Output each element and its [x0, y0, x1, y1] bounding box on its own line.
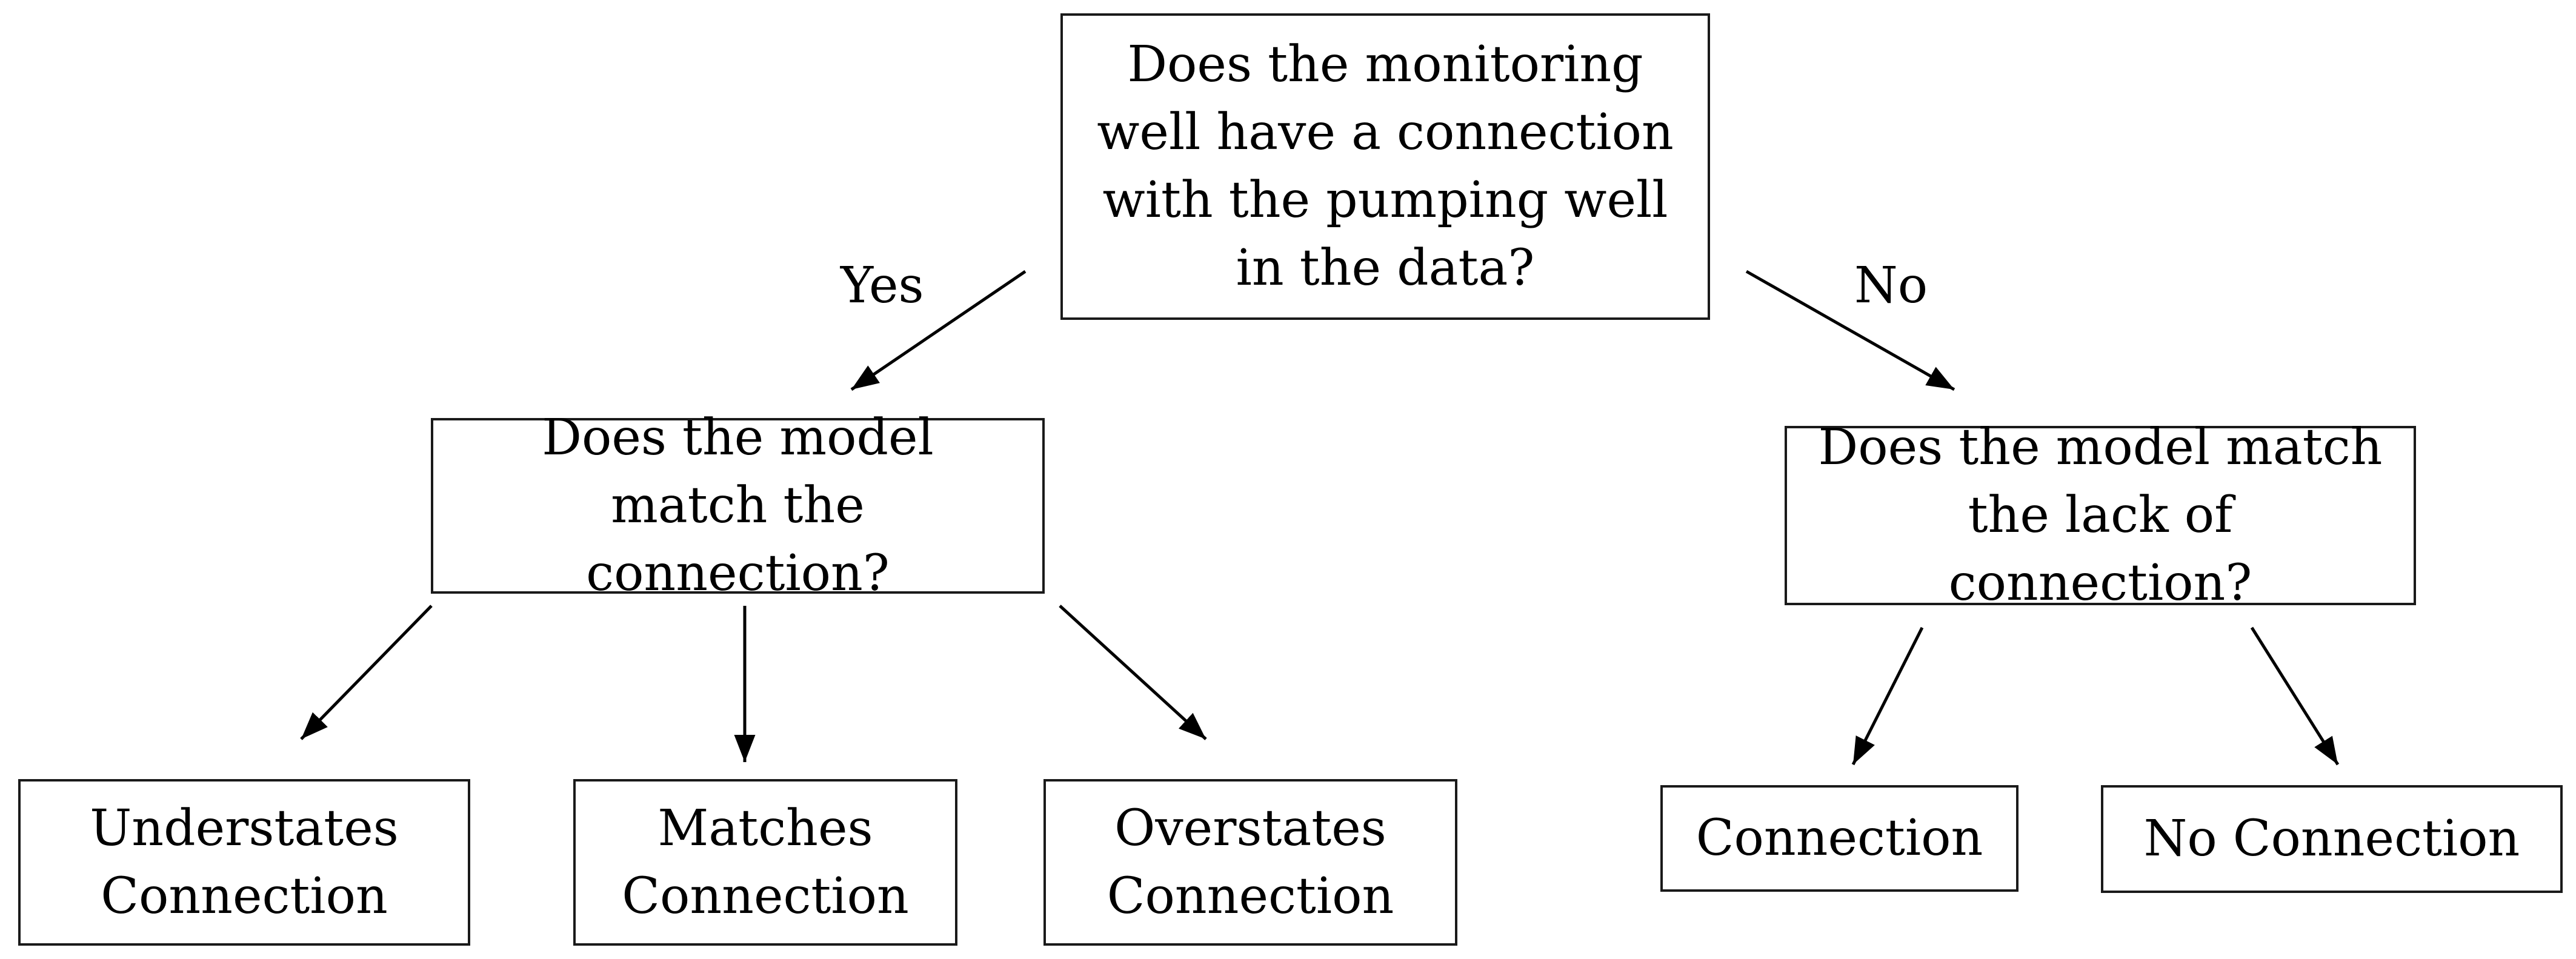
matches-connection-text: Matches Connection [622, 799, 909, 925]
edge-yes-to-understates [300, 605, 433, 740]
no-connection-outcome-box: No Connection [2101, 785, 2563, 893]
understates-connection-text: Understates Connection [90, 799, 399, 925]
overstates-connection-text: Overstates Connection [1107, 799, 1394, 925]
edge-no-to-connection [1851, 626, 1924, 766]
yes-branch-question-box: Does the model match the connection? [431, 409, 1045, 602]
connection-outcome-text: Connection [1696, 809, 1983, 867]
yes-branch-question-text: Does the model match the connection? [542, 409, 934, 602]
matches-connection-box: Matches Connection [573, 779, 957, 946]
root-question-box: Does the monitoring well have a connecti… [1060, 13, 1710, 320]
overstates-connection-box: Overstates Connection [1043, 779, 1457, 946]
connection-outcome-box: Connection [1660, 785, 2019, 892]
edge-root-to-yes-question [850, 270, 1027, 391]
edge-yes-to-overstates [1059, 605, 1207, 740]
yes-edge-label: Yes [840, 257, 924, 314]
edge-no-to-no-connection [2250, 626, 2340, 766]
root-question-text: Does the monitoring well have a connecti… [1097, 36, 1674, 297]
understates-connection-box: Understates Connection [18, 779, 470, 946]
edge-root-to-no-question [1745, 270, 1955, 391]
no-edge-label: No [1854, 257, 1928, 314]
no-connection-outcome-text: No Connection [2143, 810, 2520, 868]
no-branch-question-text: Does the model match the lack of connect… [1818, 419, 2383, 612]
no-branch-question-box: Does the model match the lack of connect… [1785, 419, 2416, 612]
